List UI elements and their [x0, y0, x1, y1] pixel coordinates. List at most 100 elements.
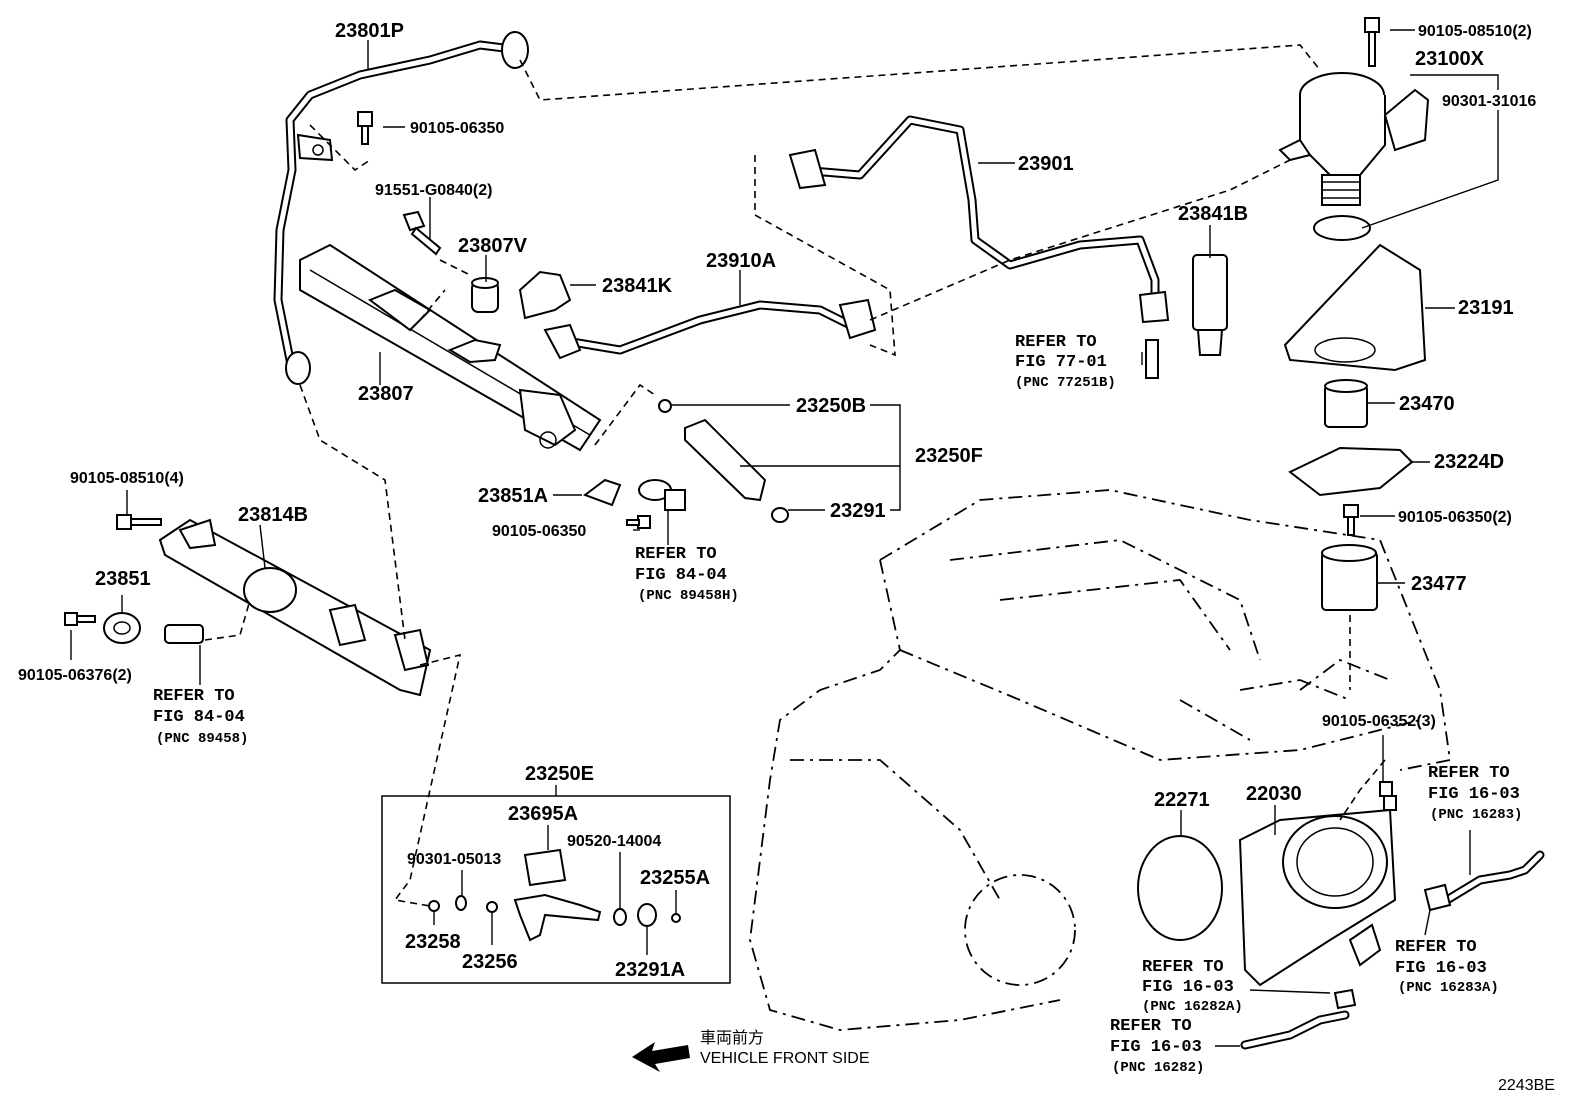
label-23470: 23470: [1399, 393, 1455, 415]
label-23841K: 23841K: [602, 275, 673, 297]
bolt-91551-G0840: [402, 210, 442, 256]
vehicle-front-indicator: 車両前方 VEHICLE FRONT SIDE: [632, 1029, 870, 1072]
injector-kit-parts: [428, 848, 681, 942]
label-23191: 23191: [1458, 297, 1514, 319]
sensor-23851: [103, 612, 141, 644]
svg-text:REFER TO: REFER TO: [1142, 958, 1224, 977]
lifter-23470: [1324, 379, 1368, 428]
ref-16-03-a: REFER TO FIG 16-03 (PNC 16283): [1428, 764, 1522, 823]
label-23250E: 23250E: [525, 763, 594, 785]
label-23256: 23256: [462, 951, 518, 973]
label-23291A: 23291A: [615, 959, 685, 981]
svg-text:REFER TO: REFER TO: [1015, 333, 1097, 352]
label-90105-06352: 90105-06352(3): [1322, 713, 1436, 730]
ref-16-03-c: REFER TO FIG 16-03 (PNC 16282A): [1142, 958, 1243, 1015]
label-23250F: 23250F: [915, 445, 983, 467]
label-90105-06350-b: 90105-06350: [492, 523, 586, 540]
bolt-90105-08510-2: [1364, 17, 1380, 67]
bolt-90105-06350-2: [1343, 504, 1359, 536]
bolt-90105-06376: [64, 612, 96, 626]
label-90301-05013: 90301-05013: [407, 851, 501, 868]
label-90105-08510-2: 90105-08510(2): [1418, 23, 1532, 40]
svg-text:FIG 16-03: FIG 16-03: [1142, 978, 1234, 997]
svg-text:(PNC 77251B): (PNC 77251B): [1015, 375, 1116, 391]
part-labels: 23801P 90105-06350 91551-G0840(2) 23807V…: [18, 20, 1536, 981]
svg-text:(PNC 16283): (PNC 16283): [1430, 807, 1522, 823]
svg-text:FIG 84-04: FIG 84-04: [635, 566, 727, 585]
svg-text:(PNC 16282): (PNC 16282): [1112, 1060, 1204, 1076]
label-23851A: 23851A: [478, 485, 548, 507]
gasket-22271: [1137, 835, 1223, 941]
label-23901: 23901: [1018, 153, 1074, 175]
connector-23841B: [1192, 254, 1228, 356]
ref-84-04-a: REFER TO FIG 84-04 (PNC 89458H): [635, 545, 739, 604]
label-23910A: 23910A: [706, 250, 776, 272]
ref-77-01: REFER TO FIG 77-01 (PNC 77251B): [1015, 333, 1116, 391]
svg-text:FIG 16-03: FIG 16-03: [1110, 1038, 1202, 1057]
label-90520-14004: 90520-14004: [567, 833, 661, 850]
injector-23250F: [658, 399, 789, 523]
svg-text:(PNC 16282A): (PNC 16282A): [1142, 999, 1243, 1015]
pressure-sensor: [638, 479, 686, 511]
label-23250B: 23250B: [796, 395, 866, 417]
bolt-90105-06350-a: [357, 111, 373, 145]
front-arrow-icon: [632, 1042, 690, 1072]
svg-text:REFER TO: REFER TO: [1395, 938, 1477, 957]
svg-text:FIG 84-04: FIG 84-04: [153, 708, 245, 727]
label-90105-06350-a: 90105-06350: [410, 120, 504, 137]
svg-text:(PNC 89458): (PNC 89458): [156, 731, 248, 747]
collar-23807V: [471, 277, 499, 313]
label-90105-08510-4: 90105-08510(4): [70, 470, 184, 487]
bracket-23841K: [518, 270, 572, 320]
front-label-jp: 車両前方: [700, 1029, 764, 1047]
svg-text:(PNC 16283A): (PNC 16283A): [1398, 980, 1499, 996]
svg-text:FIG 16-03: FIG 16-03: [1395, 959, 1487, 978]
label-22030: 22030: [1246, 783, 1302, 805]
label-23851: 23851: [95, 568, 151, 590]
label-23255A: 23255A: [640, 867, 710, 889]
label-90301-31016: 90301-31016: [1442, 93, 1536, 110]
svg-text:(PNC 89458H): (PNC 89458H): [638, 588, 739, 604]
bolt-90105-06352: [1379, 781, 1397, 811]
label-23100X: 23100X: [1415, 48, 1485, 70]
leader-lines: [70, 29, 1499, 1047]
svg-text:REFER TO: REFER TO: [153, 687, 235, 706]
svg-text:FIG 77-01: FIG 77-01: [1015, 353, 1107, 372]
label-23807V: 23807V: [458, 235, 528, 257]
front-label-en: VEHICLE FRONT SIDE: [700, 1050, 870, 1067]
housing-23477: [1321, 544, 1378, 611]
throttle-body-22030: [1238, 808, 1397, 987]
label-23841B: 23841B: [1178, 203, 1248, 225]
figure-id: 2243BE: [1498, 1077, 1555, 1094]
bracket-23851A: [582, 478, 622, 507]
dashed-leaders: [204, 44, 1386, 907]
bracket-23191: [1283, 243, 1427, 372]
fuel-pipe-23801P: [273, 31, 529, 385]
bolt-90105-06350-b: [626, 515, 651, 529]
engine-outline: [749, 489, 1452, 1031]
ref-16-03-d: REFER TO FIG 16-03 (PNC 16282): [1110, 1017, 1204, 1076]
gasket-23224D: [1288, 446, 1414, 497]
ref-16-03-b: REFER TO FIG 16-03 (PNC 16283A): [1395, 938, 1499, 996]
fuel-rail-23807: [299, 243, 602, 452]
svg-text:REFER TO: REFER TO: [635, 545, 717, 564]
hose-23901: [788, 115, 1170, 379]
water-hoses: [1240, 850, 1545, 1050]
label-23814B: 23814B: [238, 504, 308, 526]
delivery-pipe-23814B: [158, 518, 432, 697]
label-23477: 23477: [1411, 573, 1467, 595]
bolt-90105-08510-4: [116, 514, 162, 530]
svg-text:FIG 16-03: FIG 16-03: [1428, 785, 1520, 804]
sensor-plug: [164, 624, 204, 644]
label-90105-06350-2: 90105-06350(2): [1398, 509, 1512, 526]
label-23801P: 23801P: [335, 20, 404, 42]
fuel-pump-23100X: [1278, 72, 1430, 206]
label-90105-06376: 90105-06376(2): [18, 667, 132, 684]
label-22271: 22271: [1154, 789, 1210, 811]
label-91551-G0840: 91551-G0840(2): [375, 182, 492, 199]
label-23258: 23258: [405, 931, 461, 953]
label-23807: 23807: [358, 383, 414, 405]
label-23695A: 23695A: [508, 803, 578, 825]
